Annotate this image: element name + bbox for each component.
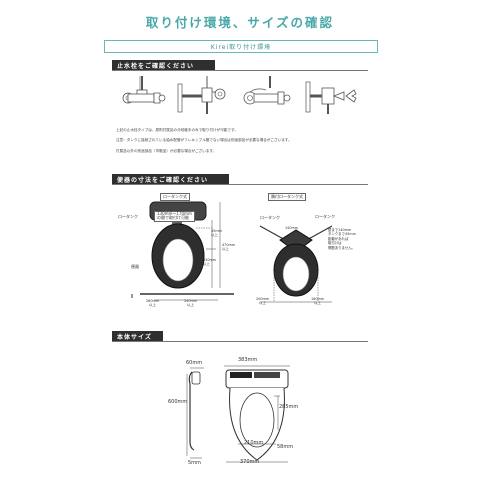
page-title: 取り付け環境、サイズの確認 xyxy=(145,15,335,30)
dim-600mm: 600mm xyxy=(168,399,188,405)
section-rule xyxy=(112,70,368,71)
callout-mount-range: 130mm～170mm の間で取付け可能 xyxy=(154,211,195,222)
dim-60mm: 60mm xyxy=(186,360,203,366)
dim-210mm: 210mm xyxy=(244,440,264,446)
faucet-illustration-1 xyxy=(122,76,166,104)
section-heading-body-size: 本体サイズ xyxy=(112,331,163,341)
corner-toilet-diagram xyxy=(259,225,333,303)
dim-285mm: 285mm xyxy=(279,404,299,410)
section-rule xyxy=(112,341,368,342)
label-corner-low-tank: ロータンク xyxy=(260,215,280,220)
label-bowl: 便器 xyxy=(131,264,139,269)
tag-corner-low-tank: 隅付ロータンク式 xyxy=(268,193,306,201)
label-corner-low-tank-2: ロータンク xyxy=(315,214,335,219)
callout-line-1: 130mm～170mm xyxy=(157,211,192,216)
subtitle-bar: Kirei取り付け環境 xyxy=(104,40,378,53)
faucet-note-2: 注意：タンクに接続されている給水配管がフレキシブル管でない場合は別途部品が必要な… xyxy=(116,138,292,142)
tag-low-tank: ロータンク式 xyxy=(160,193,190,201)
faucet-illustration-3 xyxy=(243,76,291,105)
faucet-illustration-2 xyxy=(177,76,226,114)
callout-line-2: の間で取付け可能 xyxy=(157,215,189,221)
section-heading-toilet-dimensions: 便器の寸法をご確認ください xyxy=(112,174,229,184)
section-rule xyxy=(112,184,368,185)
faucet-illustration-4 xyxy=(305,81,357,114)
dim-140mm: 140mm xyxy=(285,226,299,230)
faucet-note-3: 付属品以外の別途部品（市販品）が必要な場合がございます。 xyxy=(116,149,217,153)
dim-5mm: 5mm xyxy=(188,460,201,466)
subtitle-text: Kirei取り付け環境 xyxy=(210,44,272,51)
faucet-note-1: 上記の止水栓タイプは、原則付属品の分岐継手のみで取り付けが可能です。 xyxy=(116,128,238,132)
section-heading-faucet: 止水栓をご確認ください xyxy=(112,60,215,70)
dim-58mm: 58mm xyxy=(277,444,294,450)
label-low-tank: ロータンク xyxy=(118,214,138,219)
dim-383mm: 383mm xyxy=(238,357,258,363)
dim-370mm: 370mm xyxy=(240,459,260,465)
corner-note: 壁まで140mm タンクまで45mm 距離があれば 取付けは 問題ありません。 xyxy=(328,228,356,250)
seat-side-profile xyxy=(186,367,204,459)
seat-top-view xyxy=(224,365,290,463)
